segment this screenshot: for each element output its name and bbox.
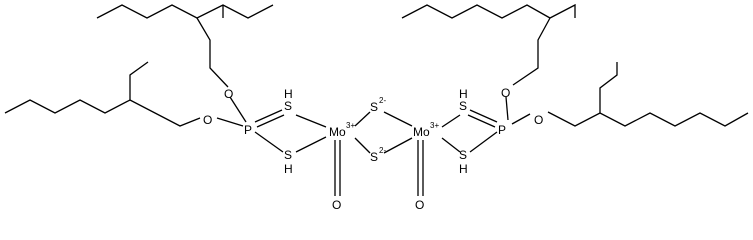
right-upper-alkyl-chain [401, 3, 576, 86]
molybdenum-core-bonds [334, 111, 424, 196]
atom-o-oxo-left: O [332, 198, 341, 212]
atom-h-right-top: H [459, 87, 468, 101]
atom-o-right-top: O [501, 86, 510, 100]
atom-h-right-bottom: H [459, 162, 468, 176]
right-phosphate-bonds [441, 96, 531, 153]
atom-p-right: P [498, 123, 506, 137]
charge-s-bridge-bottom: 2- [379, 146, 386, 155]
charge-mo-right: 3+ [430, 121, 439, 130]
right-lower-alkyl-chain [547, 62, 749, 127]
atom-mo-left: Mo [329, 125, 346, 139]
atom-o-right-bottom: O [534, 113, 543, 127]
atom-s-bridge-bottom: S [370, 150, 378, 164]
atom-p-left: P [244, 123, 252, 137]
left-lower-alkyl-chain [4, 61, 201, 127]
left-phosphate-bonds [216, 96, 327, 153]
charge-mo-left: 3+ [346, 121, 355, 130]
atom-o-left-bottom: O [203, 113, 212, 127]
atom-s-left-top: S [284, 99, 292, 113]
atom-s-right-bottom: S [459, 148, 467, 162]
molecular-structure-diagram: O O P S H S H Mo 3+ S 2- S 2- Mo 3+ O O … [4, 3, 749, 212]
atom-o-left-top: O [224, 87, 233, 101]
atom-s-bridge-top: S [370, 100, 378, 114]
atom-o-oxo-right: O [415, 198, 424, 212]
atom-h-left-top: H [284, 87, 293, 101]
atom-mo-right: Mo [413, 125, 430, 139]
left-upper-alkyl-chain [96, 4, 274, 88]
charge-s-bridge-top: 2- [379, 96, 386, 105]
atom-h-left-bottom: H [284, 162, 293, 176]
atom-s-right-top: S [459, 99, 467, 113]
atom-s-left-bottom: S [284, 148, 292, 162]
